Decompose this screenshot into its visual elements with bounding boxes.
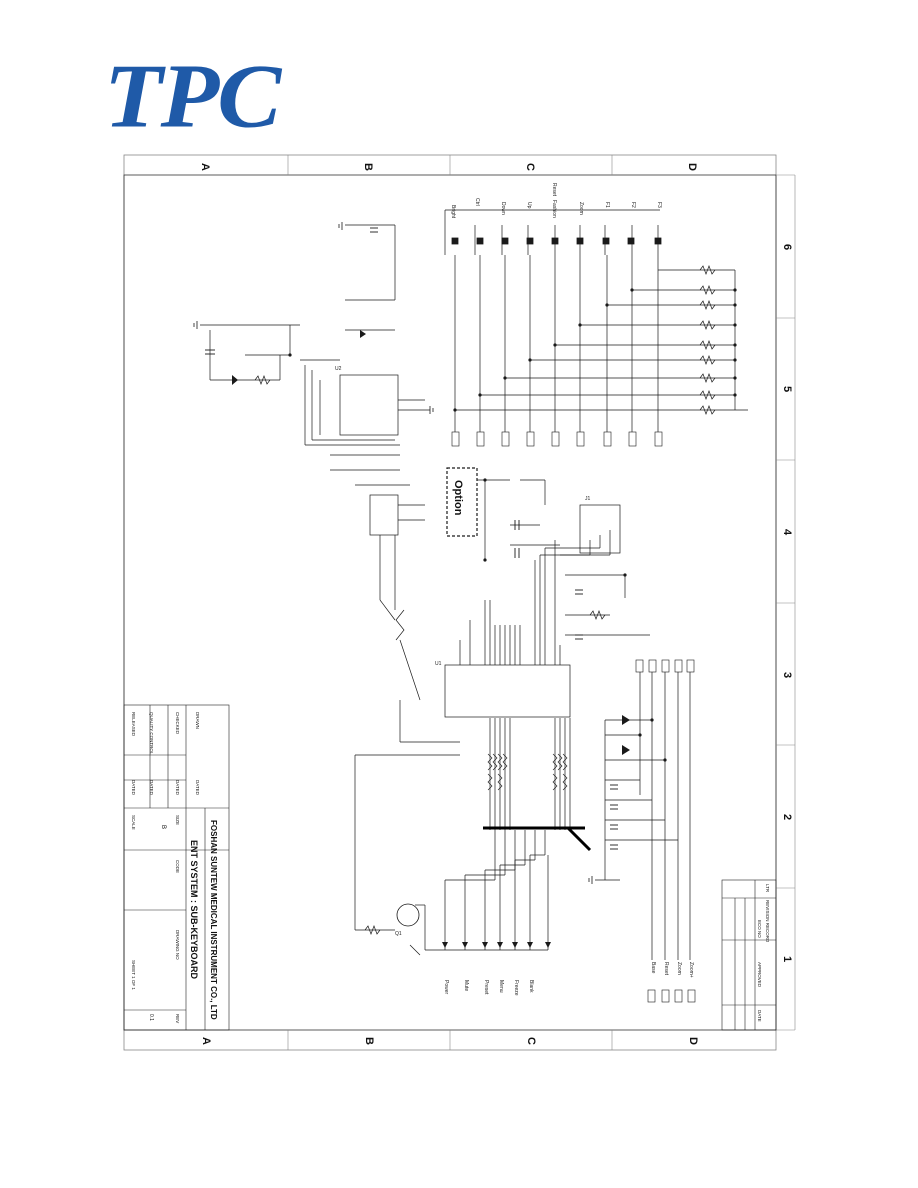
led-label-preset: Preset xyxy=(483,980,489,995)
status-leds xyxy=(232,330,630,948)
led-label-power: Power xyxy=(443,980,449,995)
zone-row-d-top: D xyxy=(686,163,698,171)
revision-block xyxy=(721,879,777,1031)
rev-value: 0.1 xyxy=(148,1014,154,1021)
option-label: Option xyxy=(452,480,464,516)
ground-symbols xyxy=(193,222,593,884)
title-block xyxy=(123,704,230,1031)
wires xyxy=(200,209,748,960)
key-label-ctrl: Ctrl xyxy=(474,198,480,206)
size-value: B xyxy=(160,825,166,829)
title-field-dated-4: DATED xyxy=(131,780,136,796)
zone-row-c-top: C xyxy=(524,163,536,171)
zone-row-b-bottom: B xyxy=(363,1037,375,1045)
key-label-up: Up xyxy=(526,202,532,209)
zone-col-1: 1 xyxy=(781,956,793,962)
scale-label: SCALE xyxy=(131,815,136,830)
tpc-logo: TPC xyxy=(104,44,281,147)
junctions xyxy=(288,288,737,762)
zone-col-6: 6 xyxy=(781,244,793,250)
key-label-f2: F2 xyxy=(630,202,636,208)
key-label-f1: F1 xyxy=(604,202,610,208)
zone-row-a-top: A xyxy=(199,163,211,171)
led-label-mute: Mute xyxy=(463,980,469,991)
zone-col-5: 5 xyxy=(781,386,793,392)
sheet-label: SHEET 1 OF 1 xyxy=(131,960,136,990)
bottom-key-label-zoomplus: Zoom+ xyxy=(688,962,694,978)
rev-label: REV xyxy=(175,1014,180,1023)
title-field-dated-3: DATED xyxy=(149,780,154,796)
revision-col-date: DATE xyxy=(757,1010,762,1022)
size-label: SIZE xyxy=(175,815,180,825)
title-field-checked: CHECKED xyxy=(175,712,180,735)
revision-header: REVISION RECORD xyxy=(765,900,770,943)
title-field-released: RELEASED xyxy=(131,712,136,737)
zone-col-4: 4 xyxy=(781,529,793,536)
drawing-no-label: DRAWING NO xyxy=(175,930,180,960)
bottom-key-label-reset: Reset xyxy=(663,962,669,976)
key-connectors xyxy=(451,431,696,1003)
title-field-qc: QUALITY CONTROL xyxy=(149,712,154,755)
key-label-reset: Reset xyxy=(551,183,557,197)
key-label-bright: Bright xyxy=(450,205,456,219)
zone-row-a-bottom: A xyxy=(200,1037,212,1045)
revision-col-approved: APPROVED xyxy=(757,962,762,988)
led-label-freeze: Freeze xyxy=(513,980,519,996)
key-label-fashion: Fashion xyxy=(551,200,557,218)
key-label-zoom: Zoom xyxy=(578,202,584,215)
resistor-arrays xyxy=(487,753,568,791)
key-label-f3: F3 xyxy=(656,202,662,208)
driver-ref: U2 xyxy=(335,366,342,372)
led-label-menu: Menu xyxy=(498,980,504,993)
zone-row-b-top: B xyxy=(362,163,374,171)
drawing-title: ENT SYSTEM : SUB-KEYBOARD xyxy=(189,840,199,980)
connector-ref: J1 xyxy=(585,496,591,502)
pullup-resistors xyxy=(254,265,716,935)
bottom-key-label-base: Base xyxy=(650,962,656,974)
bottom-key-label-zoom: Zoom xyxy=(676,962,682,975)
transistor-q1 xyxy=(396,903,420,927)
company-name: FOSHAN SUNTEW MEDICAL INSTRUMENT CO., LT… xyxy=(209,820,218,1020)
transistor-ref: Q1 xyxy=(395,931,402,937)
mcu-ref: U1 xyxy=(435,661,442,667)
key-label-down: Down xyxy=(500,202,506,215)
zone-col-3: 3 xyxy=(781,672,793,678)
key-switches xyxy=(451,237,662,245)
zone-row-d-bottom: D xyxy=(687,1037,699,1045)
revision-col-ltr: LTR xyxy=(765,884,770,893)
title-field-dated-1: DATED xyxy=(195,780,200,796)
title-field-drawn: DRAWN xyxy=(195,712,200,729)
code-label: CODE xyxy=(175,860,180,873)
zone-col-2: 2 xyxy=(781,814,793,820)
revision-col-eco: ECO NO xyxy=(757,920,762,938)
option-box xyxy=(446,467,478,537)
title-field-dated-2: DATED xyxy=(175,780,180,796)
led-label-blank: Blank xyxy=(528,980,534,993)
zone-row-c-bottom: C xyxy=(525,1037,537,1045)
capacitors xyxy=(205,227,618,850)
